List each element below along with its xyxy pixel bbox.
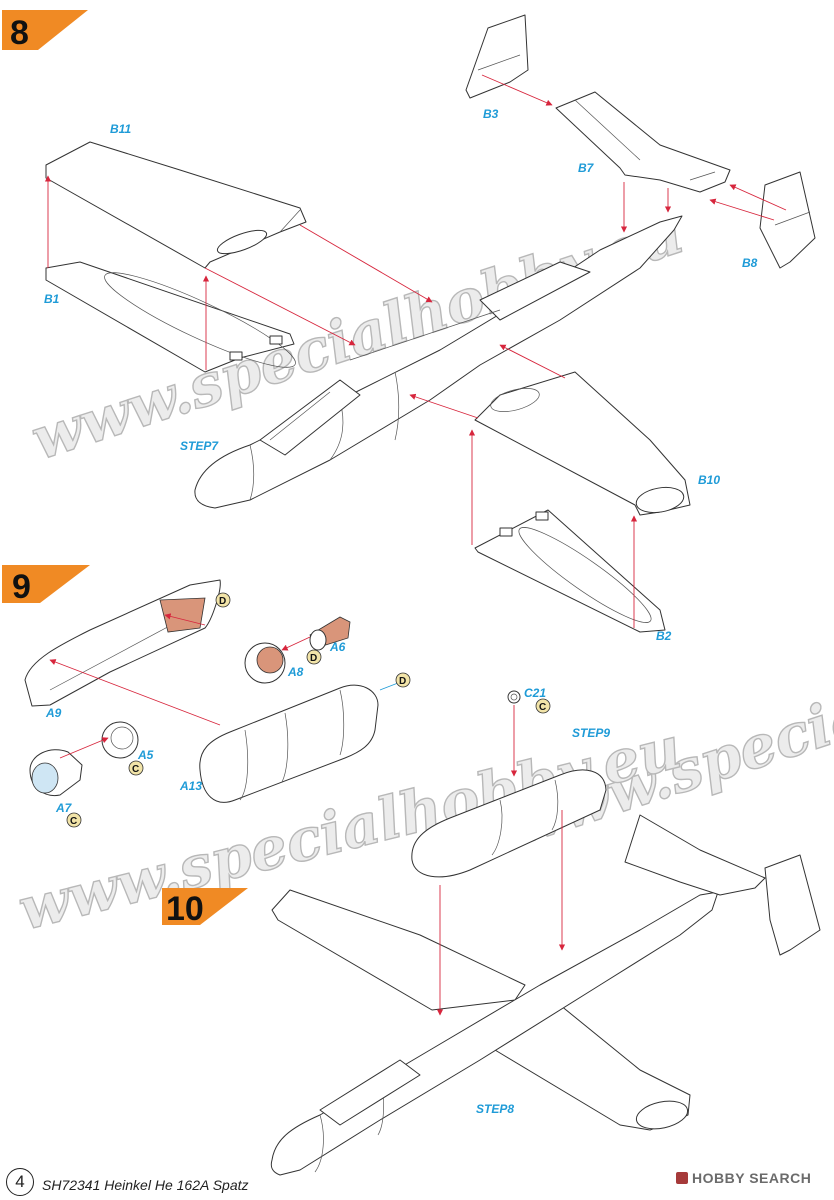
svg-text:D: D — [399, 676, 406, 687]
svg-text:C: C — [132, 764, 139, 775]
part-label-a9: A9 — [45, 706, 62, 720]
part-label-b1: B1 — [44, 292, 60, 306]
part-label-b10: B10 — [698, 473, 720, 487]
logo-text: HOBBY SEARCH — [692, 1170, 812, 1186]
part-label-a8: A8 — [287, 665, 304, 679]
engine-nacelle-a9 — [24, 579, 221, 707]
part-label-b8: B8 — [742, 256, 758, 270]
paint-callout-c-1: C — [128, 760, 144, 776]
paint-callout-c-3: C — [535, 698, 551, 714]
part-label-a6: A6 — [329, 640, 346, 654]
wing-lower-right-b2 — [474, 509, 666, 633]
part-label-b11: B11 — [110, 122, 131, 136]
svg-text:C: C — [539, 702, 546, 713]
wing-lower-left-b1 — [45, 261, 296, 373]
step9-label: STEP9 — [572, 726, 610, 740]
svg-text:D: D — [219, 596, 226, 607]
step-10-number: 10 — [166, 890, 204, 928]
step8-label: STEP8 — [476, 1102, 514, 1116]
step-8-badge: 8 — [2, 10, 88, 52]
paint-callout-c-2: C — [66, 812, 82, 828]
footer-title: SH72341 Heinkel He 162A Spatz — [42, 1177, 249, 1193]
tailplane-b7 — [555, 91, 731, 193]
part-a6-cone — [309, 616, 351, 651]
wing-upper-left-b11 — [45, 141, 307, 269]
engine-assembled — [411, 769, 607, 878]
hobby-search-logo: HOBBY SEARCH — [676, 1170, 811, 1186]
step7-label: STEP7 — [180, 439, 219, 453]
part-label-b3: B3 — [483, 107, 499, 121]
svg-text:D: D — [310, 653, 317, 664]
step-9-number: 9 — [12, 568, 31, 606]
part-label-b7: B7 — [578, 161, 595, 175]
part-a7-intake — [29, 749, 83, 797]
paint-callout-d-3: D — [395, 672, 411, 688]
part-label-b2: B2 — [656, 629, 672, 643]
aircraft-step8 — [270, 814, 821, 1176]
step-8-number: 8 — [10, 14, 29, 52]
fin-b8 — [759, 171, 816, 269]
fuselage-step7 — [194, 215, 683, 509]
step-10-badge: 10 — [162, 888, 248, 928]
paint-callout-d-2: D — [306, 649, 322, 665]
svg-text:C: C — [70, 816, 77, 827]
part-label-c21: C21 — [524, 686, 546, 700]
part-c21-ring — [507, 690, 521, 704]
step-9-badge: 9 — [2, 565, 90, 606]
engine-body-a13 — [199, 684, 379, 803]
part-label-a5: A5 — [137, 748, 154, 762]
logo-mark-icon — [676, 1172, 688, 1184]
part-a5-ring — [101, 721, 139, 759]
part-label-a7: A7 — [55, 801, 73, 815]
page-number: 4 — [6, 1168, 34, 1196]
part-label-a13: A13 — [179, 779, 202, 793]
wing-upper-right-b10 — [474, 371, 691, 516]
fin-b3 — [465, 14, 529, 99]
part-a8-ring — [244, 642, 286, 684]
paint-callout-d-1: D — [215, 592, 231, 608]
